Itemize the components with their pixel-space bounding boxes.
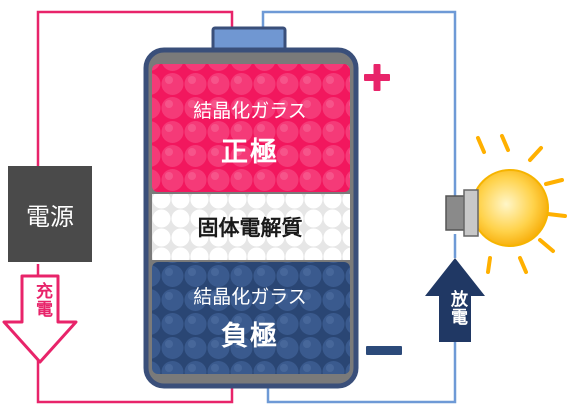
electrolyte-layer	[152, 194, 350, 260]
cathode-layer	[152, 64, 350, 192]
plus-sign-icon	[364, 64, 390, 91]
electrolyte-label: 固体電解質	[197, 216, 303, 240]
anode-name-label: 負極	[221, 321, 279, 352]
discharge-label: 放電	[447, 290, 467, 326]
anode-material-label: 結晶化ガラス	[193, 286, 307, 308]
power-source-label: 電源	[26, 202, 74, 231]
power-source-box	[8, 166, 92, 262]
cathode-material-label: 結晶化ガラス	[193, 100, 307, 122]
minus-sign-icon	[366, 346, 402, 355]
charge-label: 充電	[32, 282, 52, 318]
light-bulb-icon	[445, 134, 567, 274]
cathode-name-label: 正極	[221, 137, 279, 168]
charge-arrow-icon	[2, 274, 78, 364]
anode-layer	[152, 262, 350, 374]
discharge-arrow-icon	[425, 258, 485, 342]
